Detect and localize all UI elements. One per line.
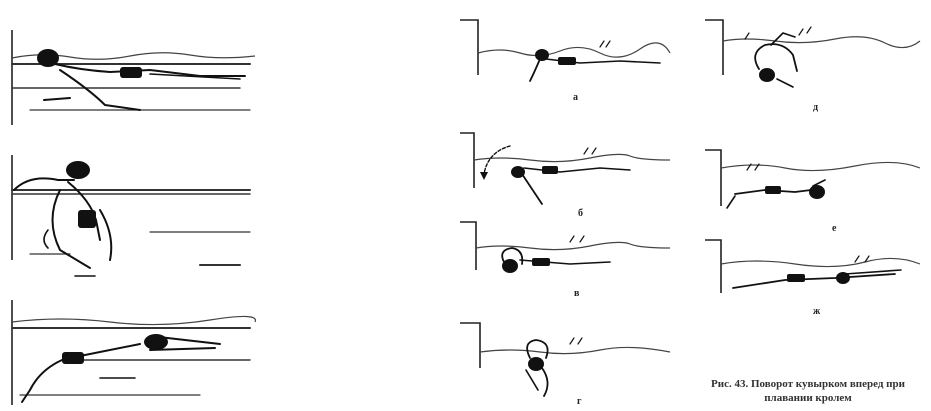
panel-g-drawing [460,318,670,398]
panel-label-g: г [577,396,582,407]
left-turn-step-1 [0,30,260,130]
figure-caption: Рис. 43. Поворот кувырком вперед при пла… [690,377,926,405]
panel-v-drawing [460,220,670,290]
panel-label-b: б [578,208,583,219]
panel-label-a: а [573,92,578,103]
panel-zh-drawing [705,238,920,308]
panel-label-zh: ж [813,306,820,317]
panel-a-drawing [460,15,670,90]
left-turn-step-2 [0,150,260,290]
panel-d-drawing [705,15,920,100]
panel-label-d: д [813,102,818,113]
panel-b-drawing [460,128,670,208]
left-turn-step-3 [0,300,260,410]
panel-label-v: в [574,288,579,299]
panel-e-drawing [705,148,920,218]
panel-label-e: е [832,223,836,234]
